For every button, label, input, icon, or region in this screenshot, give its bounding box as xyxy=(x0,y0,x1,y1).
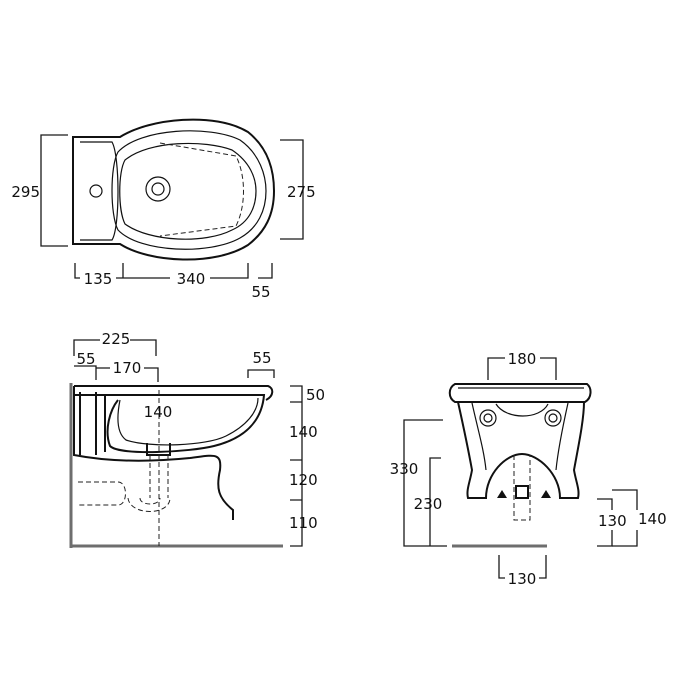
dim-140-height-label: 140 xyxy=(289,423,318,441)
dim-225-label: 225 xyxy=(102,330,131,348)
side-wall-section xyxy=(79,392,106,455)
fixing-right-icon xyxy=(541,490,551,498)
top-view-bowl-inner xyxy=(119,142,257,240)
drain-outer-icon xyxy=(145,176,171,202)
back-inner-arch xyxy=(495,403,549,417)
top-view-hidden-edge xyxy=(159,142,244,237)
back-view: 180 330 230 130 140 130 xyxy=(390,350,667,588)
back-rim xyxy=(448,383,592,403)
drain-inner-icon xyxy=(151,182,165,196)
dim-120-label: 120 xyxy=(289,471,318,489)
inlet-right-icon xyxy=(544,409,562,427)
dim-330-bracket xyxy=(403,419,447,547)
back-inner-right xyxy=(555,402,569,471)
side-rim xyxy=(74,385,274,401)
dim-55-right-bracket xyxy=(247,369,275,378)
dim-110-label: 110 xyxy=(289,514,318,532)
fixing-left-icon xyxy=(497,490,507,498)
side-bowl-outer xyxy=(74,394,266,454)
side-waste-hidden xyxy=(127,455,171,512)
dim-180-bracket xyxy=(487,357,557,380)
tap-hole-icon xyxy=(89,184,103,198)
back-inner-left xyxy=(471,402,487,471)
top-view-bowl-rim xyxy=(111,130,267,250)
dim-330-label: 330 xyxy=(390,460,419,478)
inlet-left-inner-icon xyxy=(483,413,493,423)
top-view-deck xyxy=(80,141,119,241)
dim-130-right-label: 130 xyxy=(598,512,627,530)
dim-55-left-bracket xyxy=(74,365,97,380)
dim-275-label: 275 xyxy=(287,183,316,201)
side-bowl-inner xyxy=(117,397,259,446)
dim-130-bottom-label: 130 xyxy=(508,570,537,588)
inlet-right-inner-icon xyxy=(548,413,558,423)
back-body xyxy=(457,401,585,499)
dim-140-right-label: 140 xyxy=(638,510,667,528)
dim-230-label: 230 xyxy=(414,495,443,513)
side-body-outline xyxy=(73,386,234,520)
dim-55-left-label: 55 xyxy=(76,350,95,368)
dim-170-label: 170 xyxy=(113,359,142,377)
dim-170-bracket xyxy=(96,367,159,382)
dim-130-bottom-bracket xyxy=(498,555,547,579)
dim-275-bracket xyxy=(280,139,304,240)
dim-50-label: 50 xyxy=(306,386,325,404)
dim-135-label: 135 xyxy=(84,270,113,288)
back-waste-hidden xyxy=(513,455,531,521)
side-view: 225 55 170 55 140 50 140 120 110 xyxy=(69,330,325,548)
dim-295-bracket xyxy=(40,134,68,247)
top-view-outline xyxy=(72,118,276,261)
dim-55-right-label: 55 xyxy=(252,349,271,367)
dim-225-bracket xyxy=(73,339,157,356)
dim-230-bracket xyxy=(429,457,441,546)
dim-55-label: 55 xyxy=(251,283,270,301)
dim-140-waste-label: 140 xyxy=(144,403,173,421)
dim-295-label: 295 xyxy=(11,183,40,201)
dim-340-label: 340 xyxy=(177,270,206,288)
side-trap-hidden xyxy=(78,481,126,506)
dim-bottom-line xyxy=(74,263,273,279)
top-view: 295 275 135 340 55 xyxy=(11,118,316,301)
outlet-square-icon xyxy=(515,485,529,499)
dim-180-label: 180 xyxy=(508,350,537,368)
dim-right-vertical xyxy=(290,385,303,547)
inlet-left-icon xyxy=(479,409,497,427)
dim-140-right-bracket xyxy=(612,489,638,547)
